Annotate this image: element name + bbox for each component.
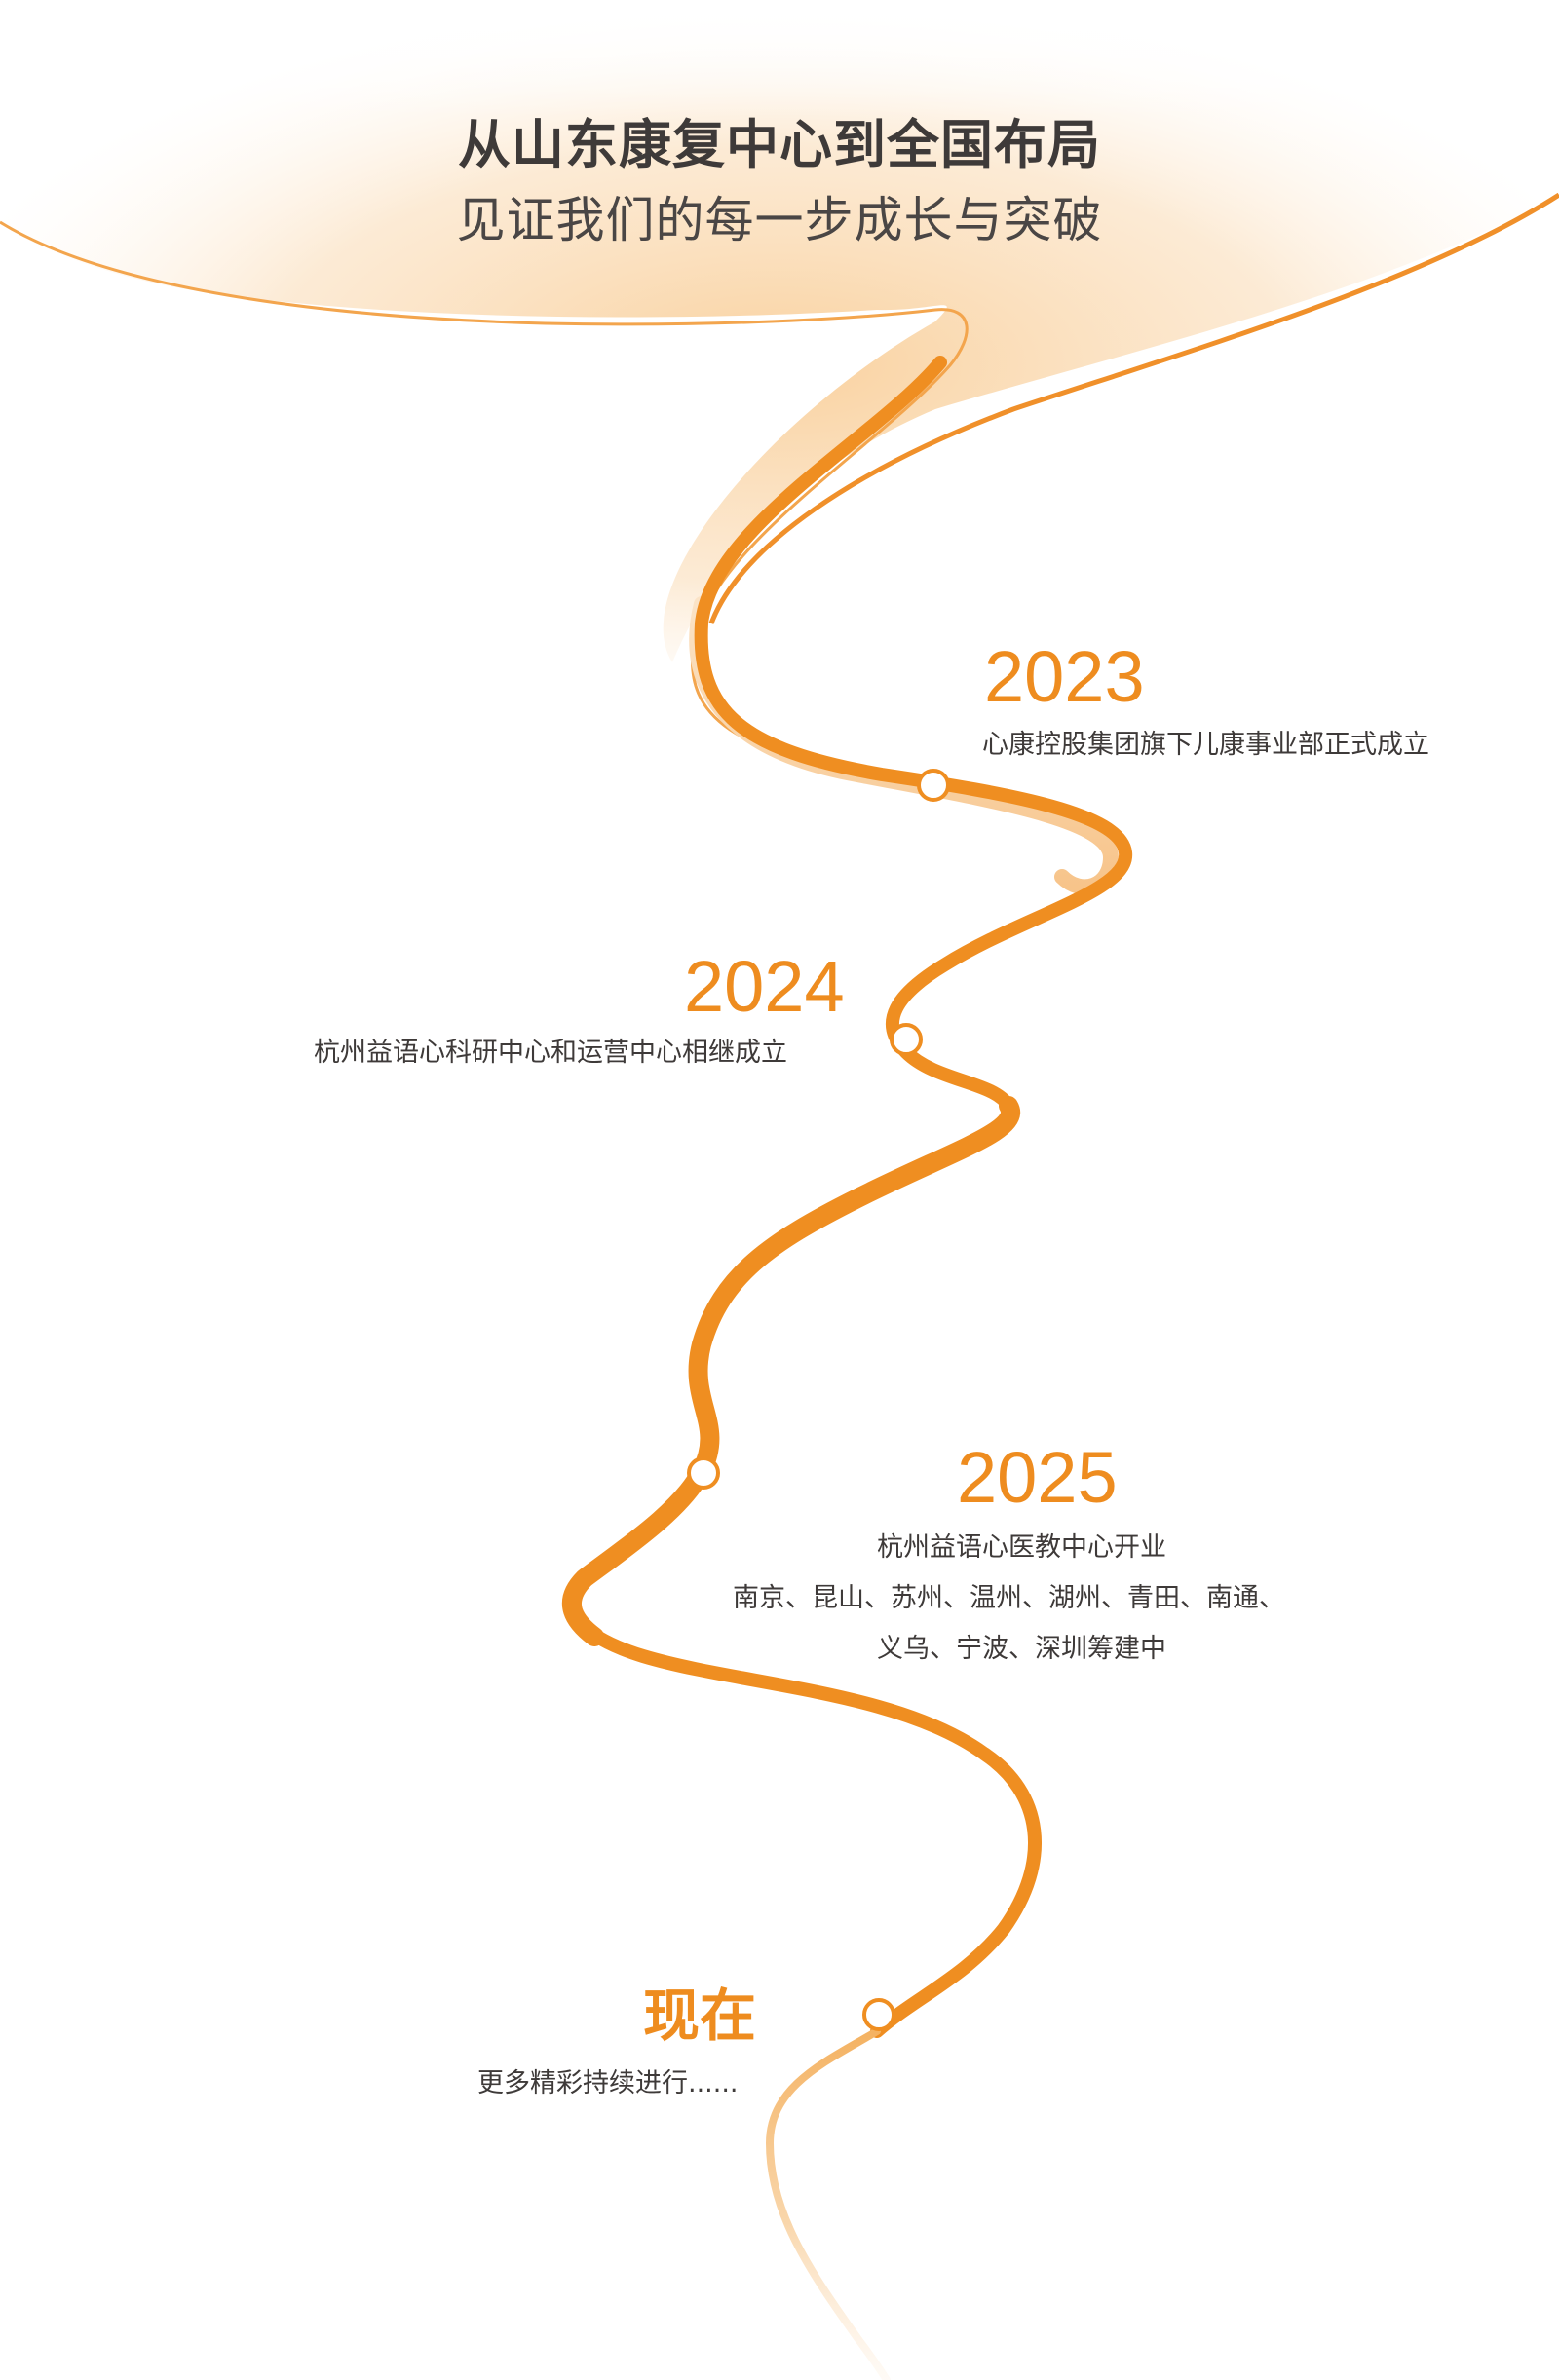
top-fade [0,0,1559,117]
page-title: 从山东康复中心到全国布局 [458,114,1101,175]
page-subtitle: 见证我们的每一步成长与突破 [456,192,1103,248]
milestone-2025-desc-3: 义乌、宁波、深圳筹建中 [877,1634,1166,1664]
milestone-2025-desc-2: 南京、昆山、苏州、温州、湖州、青田、南通、 [733,1583,1285,1613]
node-2025 [687,1456,720,1490]
node-2024 [890,1023,923,1056]
milestone-2024-desc: 杭州益语心科研中心和运营中心相继成立 [314,1038,787,1068]
milestone-2025-desc-1: 杭州益语心医教中心开业 [877,1532,1166,1563]
road-thick-section [561,1096,1020,1646]
road-tail [765,2027,891,2380]
node-now [862,1998,895,2031]
milestone-now-label: 现在 [643,1983,757,2049]
milestone-2025-year: 2025 [957,1437,1118,1518]
milestone-now-desc: 更多精彩持续进行...... [477,2068,739,2098]
top-glow-area [0,0,1559,662]
milestone-2024-year: 2024 [684,946,845,1027]
milestone-2023-year: 2023 [984,636,1145,717]
node-2023 [917,769,950,802]
hill-outline-right [708,192,1559,624]
milestone-2023-desc: 心康控股集团旗下儿康事业部正式成立 [982,730,1429,760]
